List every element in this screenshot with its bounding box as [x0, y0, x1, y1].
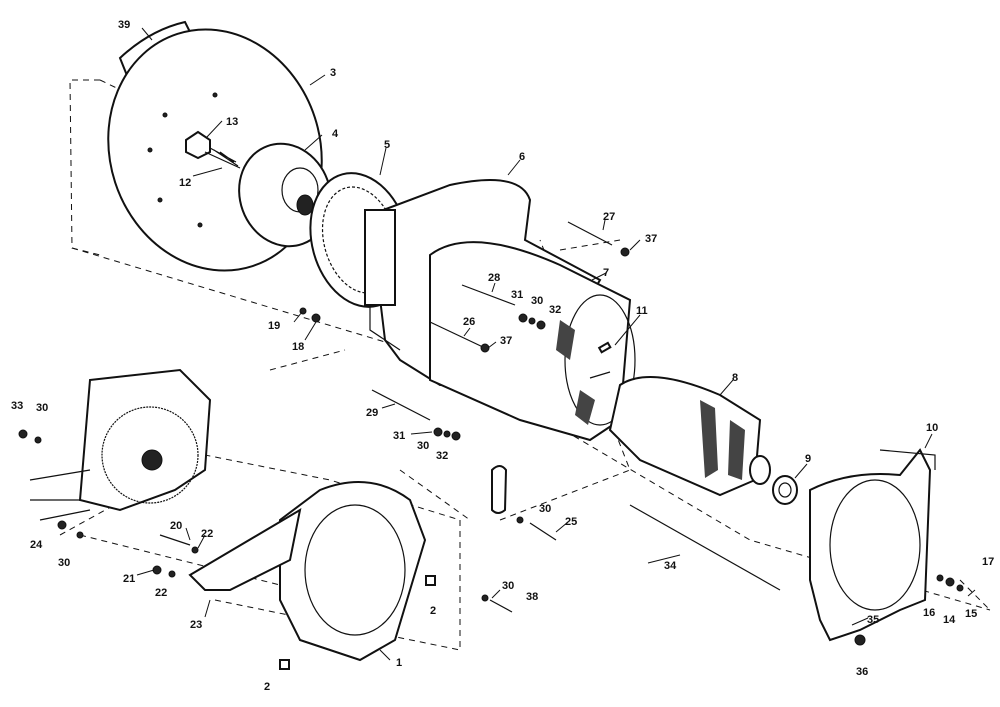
part-25-link — [491, 465, 508, 514]
callout-6: 6 — [519, 151, 525, 163]
callout-8: 8 — [732, 372, 738, 384]
callout-29: 29 — [366, 407, 378, 419]
part-4-hub — [238, 142, 332, 248]
callout-38: 38 — [526, 591, 538, 603]
callout-16: 16 — [923, 607, 935, 619]
callout-35: 35 — [867, 614, 879, 626]
part-23-screen — [188, 507, 302, 591]
bolts — [371, 221, 781, 591]
callout-32-top: 32 — [549, 304, 561, 316]
callout-20: 20 — [170, 520, 182, 532]
callout-2-lower: 2 — [264, 681, 270, 693]
callout-7: 7 — [603, 267, 609, 279]
callout-10: 10 — [926, 422, 938, 434]
callout-15: 15 — [965, 608, 977, 620]
callout-23: 23 — [190, 619, 202, 631]
callout-30-lower-left: 30 — [58, 557, 70, 569]
part-12-13-stud — [185, 130, 241, 169]
callout-37-mid: 37 — [500, 335, 512, 347]
callout-3: 3 — [330, 67, 336, 79]
part-9-bearing — [772, 475, 798, 505]
callout-19: 19 — [268, 320, 280, 332]
callout-1: 1 — [396, 657, 402, 669]
callout-34: 34 — [664, 560, 677, 572]
flywheel-housing — [29, 368, 212, 521]
callout-30-top: 30 — [531, 295, 543, 307]
callout-labels: 39 3 13 12 4 5 6 27 37 7 28 31 30 32 26 … — [11, 19, 994, 693]
callout-30-link: 30 — [539, 503, 551, 515]
callout-21: 21 — [123, 573, 135, 585]
callout-33: 33 — [11, 400, 23, 412]
callout-25: 25 — [565, 516, 577, 528]
callout-9: 9 — [805, 453, 811, 465]
callout-4: 4 — [332, 128, 339, 140]
callout-2-upper: 2 — [430, 605, 436, 617]
callout-31-top: 31 — [511, 289, 523, 301]
callout-14: 14 — [943, 614, 956, 626]
part-8-rotor — [589, 371, 771, 497]
callout-11: 11 — [636, 305, 648, 317]
part-1-adapter — [279, 481, 427, 662]
callout-27: 27 — [603, 211, 615, 223]
callout-18: 18 — [292, 341, 304, 353]
callout-28: 28 — [488, 272, 500, 284]
callout-22-upper: 22 — [201, 528, 213, 540]
callout-32-mid: 32 — [436, 450, 448, 462]
callout-12: 12 — [179, 177, 191, 189]
callout-39: 39 — [118, 19, 130, 31]
callout-31-mid: 31 — [393, 430, 405, 442]
callout-17: 17 — [982, 556, 994, 568]
callout-37-top: 37 — [645, 233, 657, 245]
callout-26: 26 — [463, 316, 475, 328]
callout-30-left: 30 — [36, 402, 48, 414]
callout-36: 36 — [856, 666, 868, 678]
callout-24: 24 — [30, 539, 43, 551]
callout-30-mid: 30 — [417, 440, 429, 452]
part-10-end-bracket — [809, 448, 936, 642]
part-11-key — [597, 341, 612, 354]
leader-lines — [136, 27, 976, 661]
callout-5: 5 — [384, 139, 390, 151]
callout-13: 13 — [226, 116, 238, 128]
callout-30-bolt: 30 — [502, 580, 514, 592]
callout-22-lower: 22 — [155, 587, 167, 599]
